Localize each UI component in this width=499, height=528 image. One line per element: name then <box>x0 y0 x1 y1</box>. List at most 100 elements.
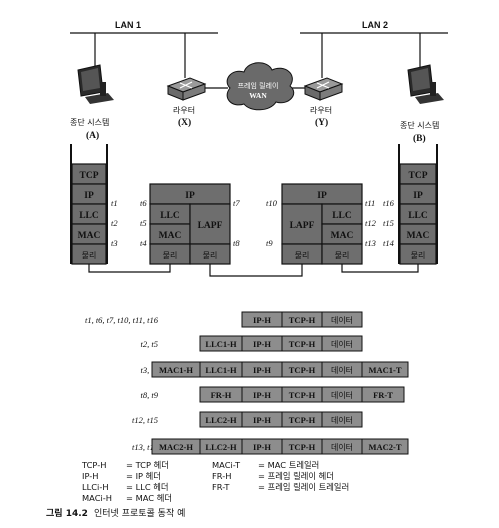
frame-field-label: LLC1-H <box>205 365 237 375</box>
tick-label: t1 <box>111 198 118 208</box>
frame-field-label: MAC2-T <box>368 442 401 452</box>
tick-label: t11 <box>365 198 375 208</box>
legend-abbr: FR-T <box>212 482 230 492</box>
frame-time-label: t2, t5 <box>141 339 158 349</box>
router-y-llc-label: LLC <box>332 211 352 221</box>
router-x-id: (X) <box>178 117 191 128</box>
router-x-ip-label: IP <box>185 191 195 201</box>
stack-a-mac: MAC <box>78 231 101 241</box>
frame-field-label: IP-H <box>253 442 271 452</box>
tick-label: t8 <box>233 238 240 248</box>
stack-b-ip: IP <box>413 191 423 201</box>
tick-label: t14 <box>383 238 395 248</box>
frame-time-label: t13, t14 <box>132 442 159 452</box>
caption-label: 그림 14.2 <box>46 507 88 519</box>
tick-label: t5 <box>140 218 147 228</box>
stack-end-b: TCP IP LLC MAC 물리 t16 t15 t14 <box>383 144 438 265</box>
tick-label: t3 <box>111 238 118 248</box>
frame-field-label: 데이터 <box>331 339 353 349</box>
legend-abbr: MACi-T <box>212 460 241 470</box>
frame-field <box>361 361 409 378</box>
computer-a-icon <box>77 64 114 104</box>
stack-a-llc: LLC <box>79 211 99 221</box>
router-y-id: (Y) <box>315 117 328 128</box>
router-x-lapf-label: LAPF <box>198 221 223 231</box>
router-x-phys-left-label: 물리 <box>163 251 178 260</box>
router-y-lapf-label: LAPF <box>290 221 315 231</box>
router-y-phys-right-label: 물리 <box>335 251 350 260</box>
legend-desc: = TCP 헤더 <box>126 460 169 470</box>
frame-field-label: IP-H <box>253 365 271 375</box>
frame-field-label: LLC2-H <box>205 442 237 452</box>
frame-field-label: TCP-H <box>289 365 316 375</box>
tick-label: t2 <box>111 218 118 228</box>
link-x-to-y <box>209 264 303 277</box>
legend-abbr: IP-H <box>82 471 99 481</box>
frame-field-label: MAC1-T <box>368 365 401 375</box>
frame-field-label: IP-H <box>253 339 271 349</box>
physical-links <box>88 264 419 277</box>
frame-field-label: 데이터 <box>331 442 353 452</box>
stack-end-a: TCP IP LLC MAC 물리 t1 t2 t3 <box>70 144 118 265</box>
frame-time-label: t3, t4 <box>141 365 159 375</box>
frame-field-label: TCP-H <box>289 390 316 400</box>
frame-field-label: IP-H <box>253 415 271 425</box>
router-y-icon <box>303 77 344 101</box>
frame-field-label: FR-H <box>211 390 232 400</box>
frame-field-label: TCP-H <box>289 442 316 452</box>
frame-field-label: LLC2-H <box>205 415 237 425</box>
legend: TCP-H = TCP 헤더 IP-H = IP 헤더 LLCi-H = LLC… <box>81 460 349 503</box>
lan2-label: LAN 2 <box>362 20 388 30</box>
frame-time-label: t1, t6, t7, t10, t11, t16 <box>85 315 159 325</box>
legend-abbr: LLCi-H <box>82 482 109 492</box>
frame-time-label: t8, t9 <box>141 390 159 400</box>
figure-caption: 그림 14.2 인터넷 프로토콜 동작 예 <box>46 507 185 519</box>
stack-a-phys: 물리 <box>82 251 97 260</box>
tick-label: t15 <box>383 218 394 228</box>
link-y-to-b <box>341 264 419 273</box>
wan-label-line2: WAN <box>249 91 267 100</box>
lan1-label: LAN 1 <box>115 20 141 30</box>
frame-field-label: TCP-H <box>289 415 316 425</box>
stack-b-llc: LLC <box>408 211 428 221</box>
frame-field <box>321 311 363 328</box>
computer-b-icon <box>407 64 444 104</box>
frame-field-label: TCP-H <box>289 315 316 325</box>
tick-label: t10 <box>266 198 278 208</box>
frame-field-label: MAC1-H <box>159 365 193 375</box>
legend-desc: = LLC 헤더 <box>126 482 169 492</box>
frame-field-label: LLC1-H <box>205 339 237 349</box>
end-system-b-id: (B) <box>413 133 426 144</box>
router-y-ip-label: IP <box>317 191 327 201</box>
frame-field-label: FR-T <box>373 390 393 400</box>
wan-cloud-icon <box>226 62 295 111</box>
network-topology: LAN 1 LAN 2 종단 시스템 (A) 종단 시스템 (B) <box>70 20 448 144</box>
frame-field-label: 데이터 <box>331 365 353 375</box>
frame-field-label: 데이터 <box>331 315 353 325</box>
tick-label: t12 <box>365 218 377 228</box>
stack-router-x: IP LLC MAC 물리 LAPF 물리 t6 t5 t4 t7 t8 <box>140 183 240 265</box>
frame-field <box>361 438 409 455</box>
tick-label: t4 <box>140 238 147 248</box>
legend-desc: = 프레임 릴레이 헤더 <box>258 471 334 481</box>
stack-b-phys: 물리 <box>411 251 426 260</box>
frame-field-label: MAC2-H <box>159 442 193 452</box>
frame-time-label: t12, t15 <box>132 415 158 425</box>
legend-desc: = MAC 헤더 <box>126 493 172 503</box>
stack-a-ip: IP <box>84 191 94 201</box>
legend-abbr: MACi-H <box>82 493 112 503</box>
frame-field <box>321 335 363 352</box>
legend-abbr: TCP-H <box>81 460 106 470</box>
stack-a-tcp: TCP <box>80 171 99 181</box>
tick-label: t6 <box>140 198 147 208</box>
frame-field-label: 데이터 <box>331 390 353 400</box>
router-x-lapf <box>189 203 231 245</box>
end-system-a-id: (A) <box>86 130 99 141</box>
wan-label-line1: 프레임 릴레이 <box>238 81 279 90</box>
router-x-label: 라우터 <box>173 106 195 115</box>
legend-desc: = MAC 트레일러 <box>258 460 319 470</box>
caption-text: 인터넷 프로토콜 동작 예 <box>94 508 185 519</box>
link-a-to-x <box>88 264 171 273</box>
frame-field <box>361 386 405 403</box>
